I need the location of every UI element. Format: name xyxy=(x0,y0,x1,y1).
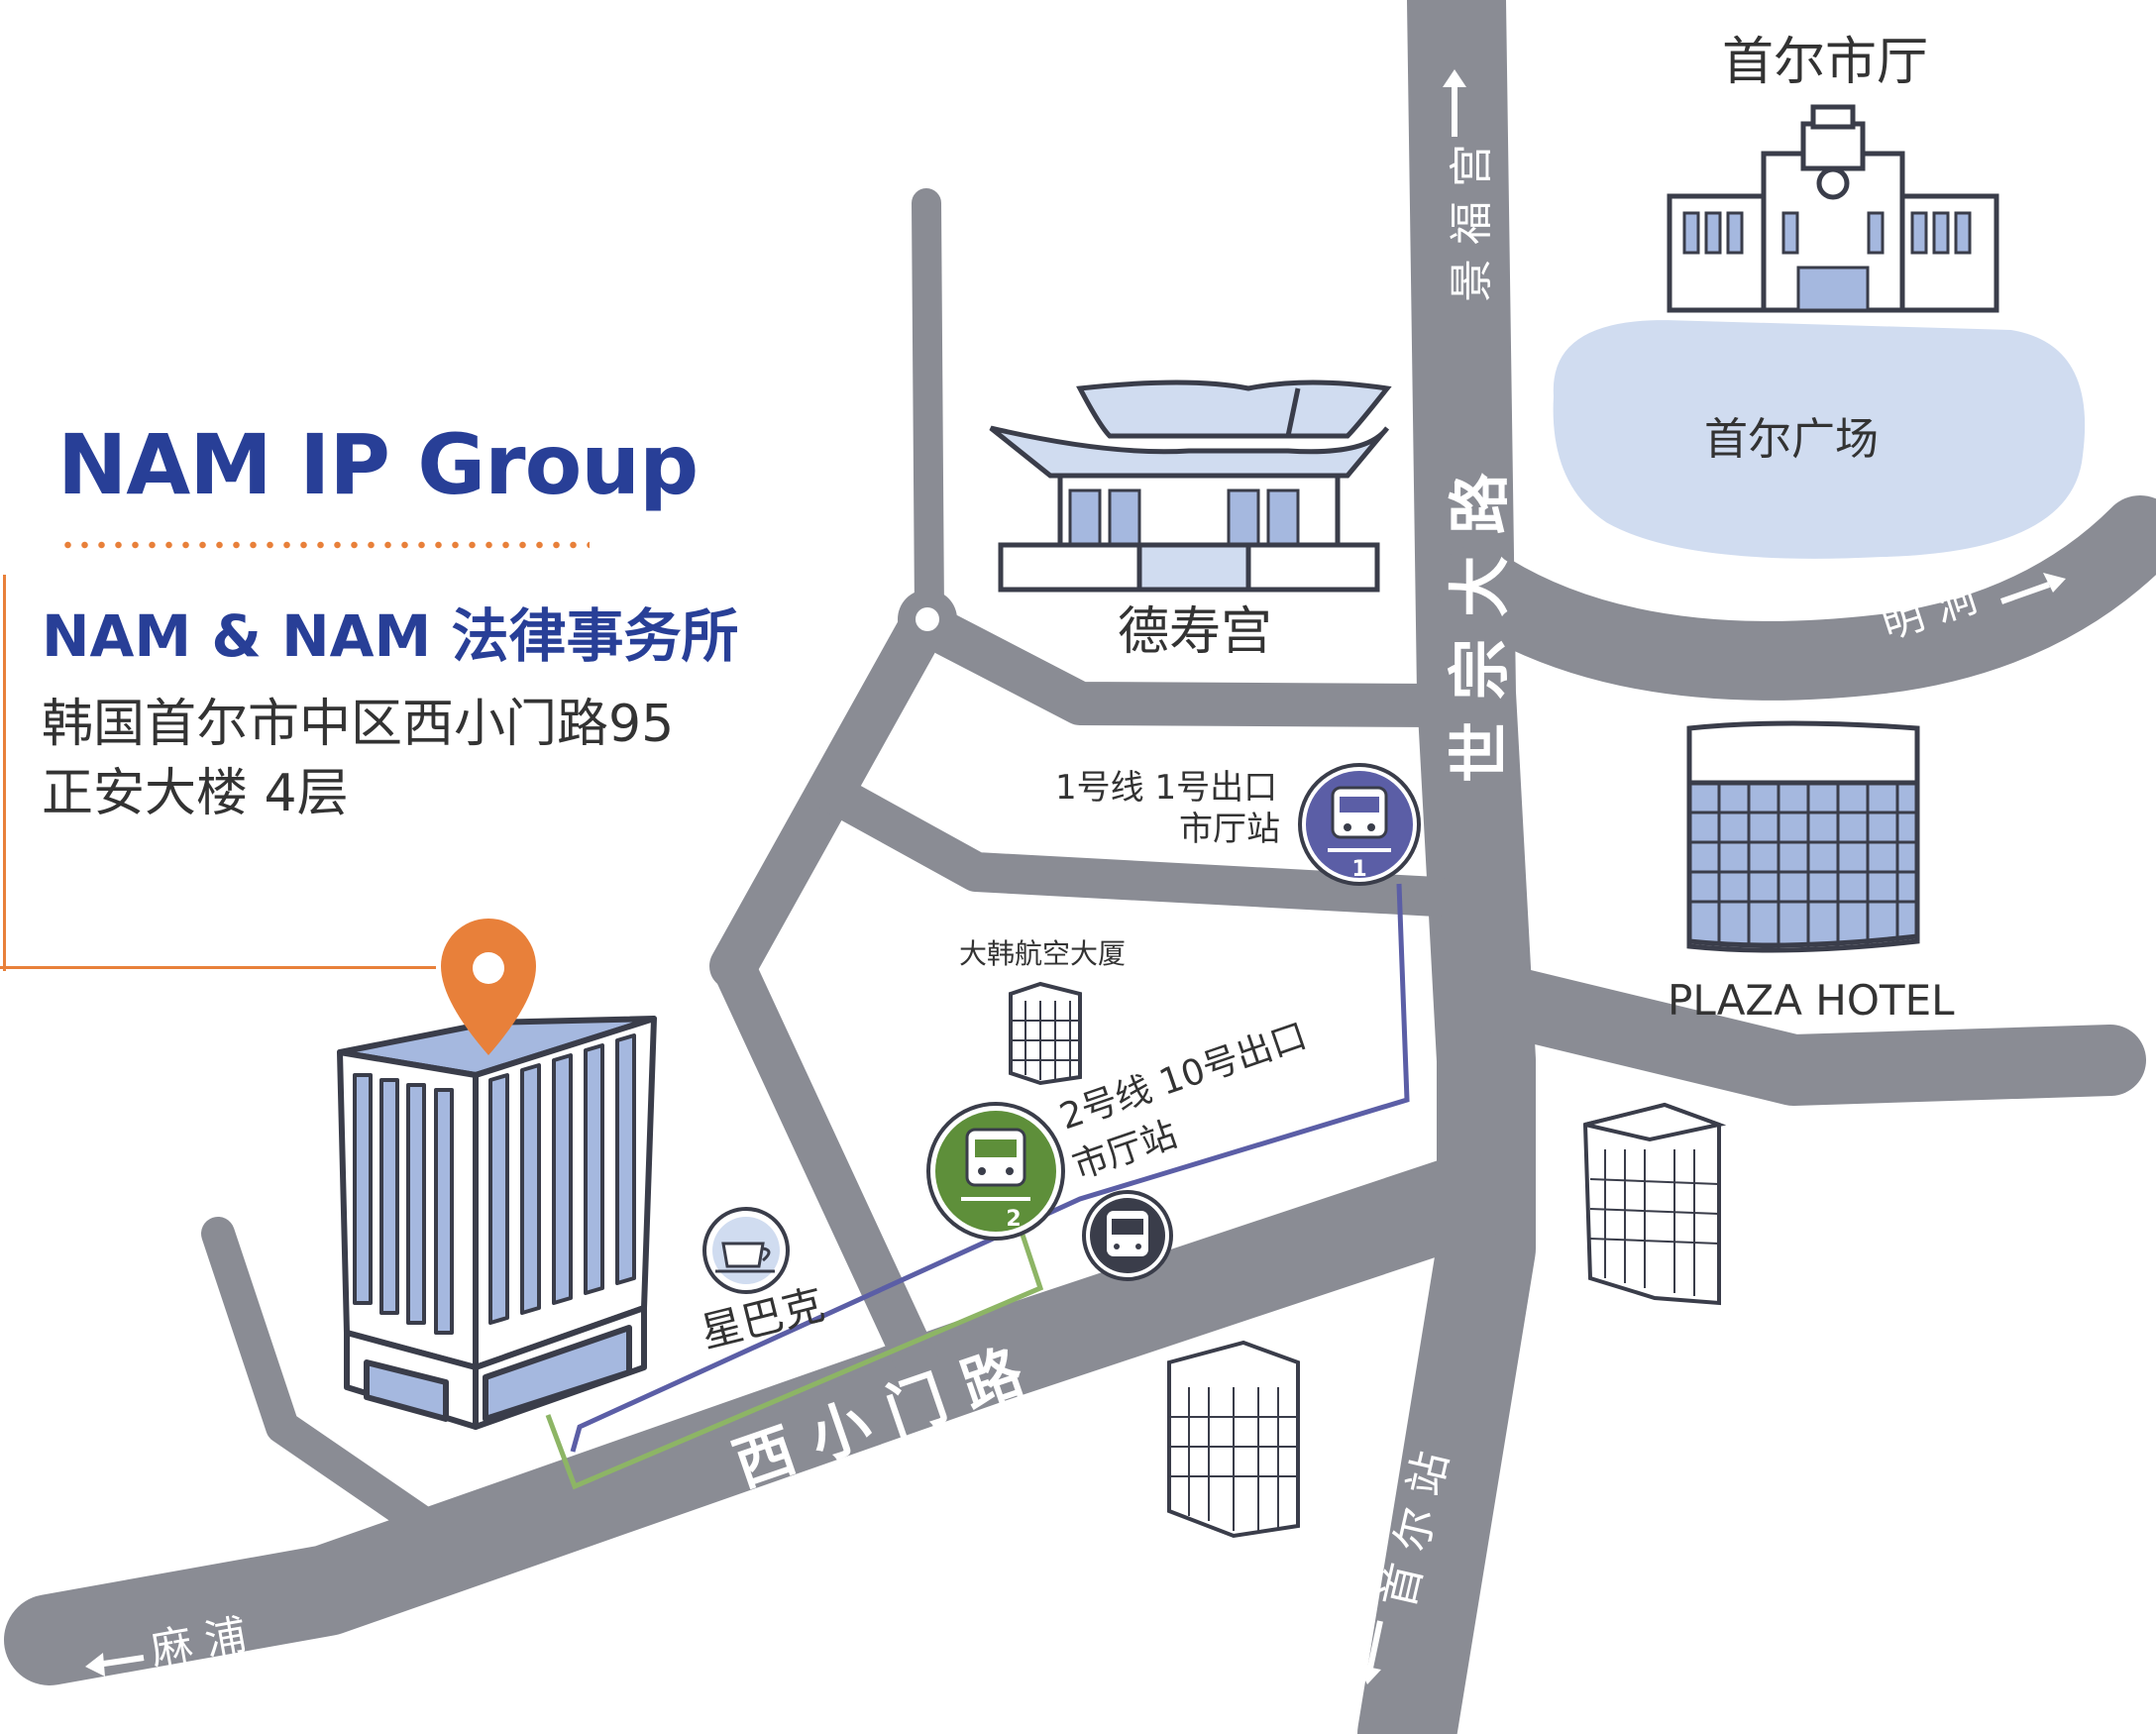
subway-line2-icon xyxy=(926,1102,1065,1241)
route-line1 xyxy=(570,883,1410,1453)
firm-name: NAM & NAM 法律事务所 xyxy=(42,602,739,670)
seoul-plaza-lawn xyxy=(1547,313,2092,565)
callout-line-vertical xyxy=(0,575,6,971)
route-line2 xyxy=(545,1228,1044,1490)
roundabout-center xyxy=(916,607,939,631)
road-label-gyeongbok: 景 福 宫 xyxy=(1447,144,1497,302)
road-southwest xyxy=(201,1217,473,1563)
label-deoksugung: 德寿宫 xyxy=(1118,602,1272,662)
arrow-north-icon xyxy=(1443,69,1466,137)
label-line1-station: 市厅站 xyxy=(1179,810,1280,849)
building-bottom-1 xyxy=(1167,1340,1300,1539)
location-pin-icon xyxy=(441,919,536,1055)
plaza-hotel-building xyxy=(1686,720,1920,953)
arrow-west-icon xyxy=(85,1653,145,1677)
road-plaza xyxy=(1470,965,2146,1106)
road-middle xyxy=(812,773,1456,917)
city-hall-building xyxy=(1667,104,1999,313)
address-line-2: 正安大楼 4层 xyxy=(42,764,349,823)
road-deoksu xyxy=(924,612,1458,727)
deoksugung-palace xyxy=(989,379,1392,593)
callout-line-horizontal xyxy=(0,966,436,969)
brand-logo: NAM IP Group xyxy=(57,416,699,513)
road-north xyxy=(912,188,944,629)
office-building xyxy=(337,1016,657,1430)
label-line1-exit: 1号线 1号出口 xyxy=(1055,768,1277,808)
road-sejong xyxy=(1357,0,1536,1734)
road-diag-down xyxy=(711,944,943,1394)
bus-stop-icon xyxy=(1082,1190,1173,1281)
dotted-divider xyxy=(59,541,590,549)
arrow-south-icon xyxy=(1357,1620,1383,1684)
building-right-1 xyxy=(1582,1102,1727,1306)
label-seoul-plaza: 首尔广场 xyxy=(1704,414,1879,465)
label-korean-air: 大韩航空大厦 xyxy=(959,937,1126,970)
korean-air-building xyxy=(1009,981,1082,1086)
label-line2-exit: 2号线 10号出口 xyxy=(1055,1016,1312,1138)
coffee-cup-icon xyxy=(702,1207,790,1294)
road-seosomun xyxy=(4,1153,1512,1685)
line1-number: 1 xyxy=(1351,857,1366,882)
subway-line1-icon xyxy=(1298,763,1421,886)
road-label-sejong: 世 宗 大 路 xyxy=(1444,472,1516,783)
line2-number: 2 xyxy=(1006,1207,1021,1232)
label-city-hall: 首尔市厅 xyxy=(1722,33,1928,92)
road-network xyxy=(4,0,2156,1734)
road-myeongdong xyxy=(1437,495,2156,701)
arrow-east-icon xyxy=(1999,573,2066,604)
label-plaza-hotel: PLAZA HOTEL xyxy=(1668,976,1955,1025)
address-line-1: 韩国首尔市中区西小门路95 xyxy=(42,695,675,754)
